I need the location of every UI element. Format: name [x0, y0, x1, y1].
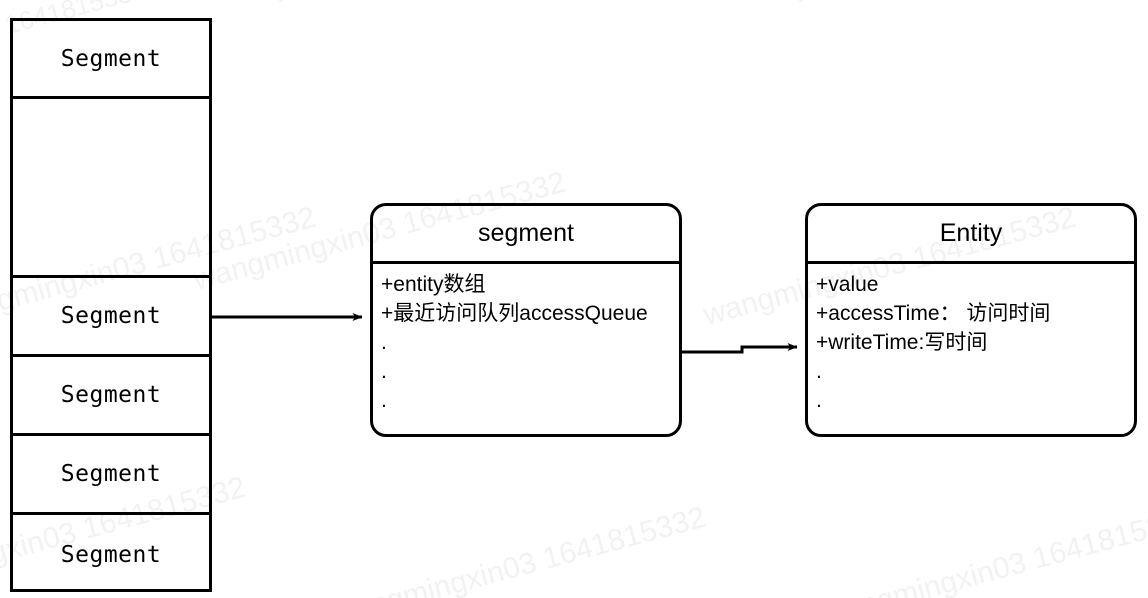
class-attribute: +accessTime： 访问时间: [816, 302, 1051, 325]
segment-cell-label: Segment: [60, 541, 162, 568]
watermark-text: wangmingxin03 1641815332: [330, 500, 710, 598]
class-attribute: +最近访问队列accessQueue: [381, 302, 648, 325]
class-attributes-segment: +entity数组 +最近访问队列accessQueue . . .: [373, 264, 679, 415]
segment-cell[interactable]: Segment: [13, 436, 209, 515]
watermark-text: wangmingxin03 1641815332: [790, 0, 1119, 10]
class-box-entity[interactable]: Entity +value +accessTime： 访问时间 +writeTi…: [805, 203, 1137, 437]
segment-cell-label: Segment: [60, 382, 162, 408]
class-attribute: +value: [816, 273, 879, 296]
ellipsis-dot: .: [381, 389, 387, 412]
segment-cell-empty[interactable]: [13, 99, 209, 278]
segment-cell[interactable]: Segment: [13, 515, 209, 594]
segment-cell-label: Segment: [60, 303, 162, 329]
class-attribute: +entity数组: [381, 273, 486, 296]
watermark-text: wangmingxin03 1641815332: [270, 0, 599, 10]
ellipsis-dot: .: [816, 389, 822, 412]
segment-array-table: Segment Segment Segment Segment Segment: [10, 18, 212, 592]
class-title-entity: Entity: [808, 206, 1134, 264]
ellipsis-dot: .: [381, 360, 387, 383]
segment-cell-label: Segment: [60, 45, 162, 72]
ellipsis-dot: .: [816, 360, 822, 383]
class-attribute: +writeTime:写时间: [816, 331, 988, 354]
segment-cell[interactable]: Segment: [13, 357, 209, 436]
class-attributes-entity: +value +accessTime： 访问时间 +writeTime:写时间 …: [808, 264, 1134, 415]
segment-cell-label: Segment: [60, 461, 162, 487]
watermark-text: wangmingxin03 1641815332: [820, 500, 1148, 598]
ellipsis-dot: .: [381, 331, 387, 354]
class-title-segment: segment: [373, 206, 679, 264]
segment-cell[interactable]: Segment: [13, 278, 209, 357]
segment-cell[interactable]: Segment: [13, 21, 209, 99]
class-box-segment[interactable]: segment +entity数组 +最近访问队列accessQueue . .…: [370, 203, 682, 437]
edge-segment-class-to-entity-class: [682, 343, 798, 354]
